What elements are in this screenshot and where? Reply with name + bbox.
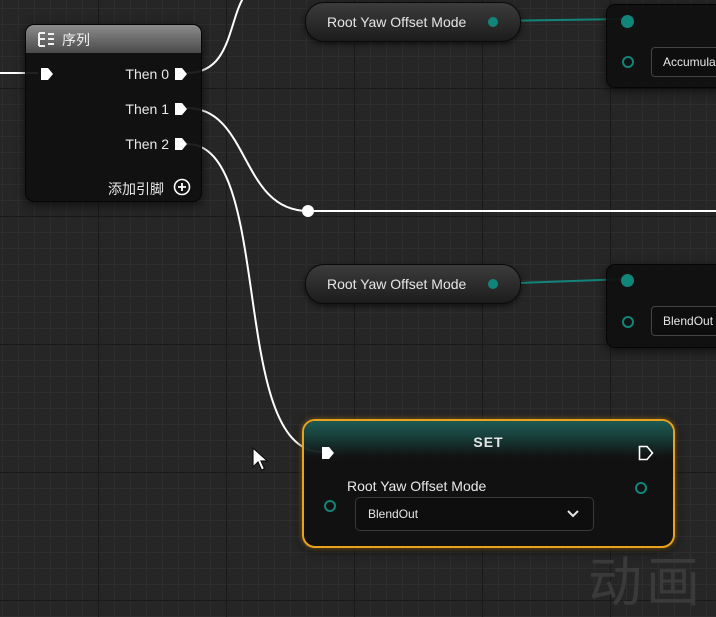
set-node-header (304, 421, 673, 457)
mouse-cursor-icon (252, 447, 268, 471)
then-1-label: Then 1 (125, 101, 169, 117)
watermark: 动画 (588, 551, 704, 614)
right-node-top[interactable]: Accumula (606, 4, 716, 88)
exec-in-pin[interactable] (40, 67, 54, 81)
var-get-node-mid-label: Root Yaw Offset Mode (327, 276, 467, 292)
reroute-knot (302, 205, 314, 217)
exec-wire-then2 (186, 143, 323, 453)
right-node-mid-in-pin[interactable] (621, 274, 634, 287)
right-node-top-field-pin[interactable] (622, 56, 634, 68)
then-0-label: Then 0 (125, 66, 169, 82)
exec-wire-then1 (186, 107, 309, 212)
chevron-down-icon (567, 510, 579, 518)
sequence-node-header: 序列 (26, 25, 201, 53)
set-var-out-pin[interactable] (635, 482, 647, 494)
sequence-node[interactable]: 序列 Then 0 Then 1 Then 2 添加引脚 (25, 24, 202, 202)
then-1-pin[interactable] (174, 102, 188, 116)
right-node-mid[interactable]: BlendOut (606, 264, 716, 348)
set-value-dropdown-value: BlendOut (368, 507, 419, 521)
right-node-mid-field[interactable]: BlendOut (651, 306, 716, 336)
set-exec-out-pin[interactable] (638, 445, 654, 461)
sequence-node-title: 序列 (62, 32, 90, 48)
then-2-label: Then 2 (125, 136, 169, 152)
set-var-label: Root Yaw Offset Mode (347, 478, 487, 494)
sequence-icon (38, 32, 54, 47)
var-get-node-top[interactable]: Root Yaw Offset Mode (305, 2, 521, 42)
then-2-pin[interactable] (174, 137, 188, 151)
var-get-node-mid[interactable]: Root Yaw Offset Mode (305, 264, 521, 304)
set-exec-in-pin[interactable] (321, 446, 335, 460)
then-0-pin[interactable] (174, 67, 188, 81)
set-node-title: SET (473, 434, 504, 450)
set-var-in-pin[interactable] (324, 500, 336, 512)
set-node[interactable]: SET Root Yaw Offset Mode BlendOut (302, 419, 675, 548)
right-node-top-field[interactable]: Accumula (651, 47, 716, 77)
right-node-top-in-pin[interactable] (621, 15, 634, 28)
set-value-dropdown[interactable]: BlendOut (355, 497, 594, 531)
add-pin-label[interactable]: 添加引脚 (108, 181, 164, 197)
var-get-node-mid-out-pin[interactable] (488, 279, 498, 289)
add-pin-icon[interactable] (173, 178, 191, 196)
var-get-node-top-out-pin[interactable] (488, 17, 498, 27)
var-get-node-top-label: Root Yaw Offset Mode (327, 14, 467, 30)
right-node-mid-field-pin[interactable] (622, 316, 634, 328)
